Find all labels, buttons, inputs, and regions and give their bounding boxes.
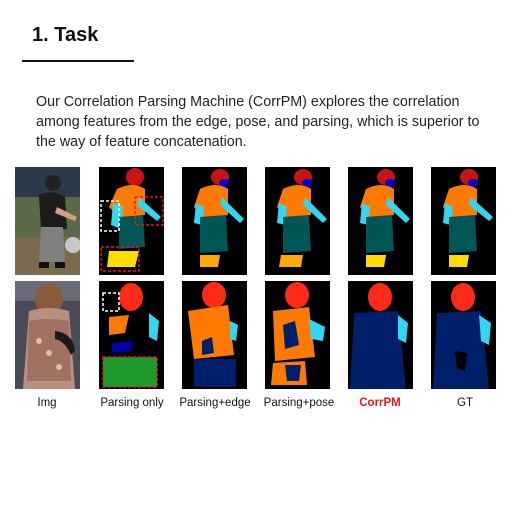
caption-corrpm: CorrPM (359, 397, 401, 409)
caption-img: Img (37, 397, 57, 409)
row1-corrpm (348, 167, 413, 275)
caption-parsing-only: Parsing only (100, 397, 164, 409)
row1-parsing-edge (182, 167, 247, 275)
row1-img-photo (15, 167, 80, 275)
row2-corrpm (348, 281, 413, 389)
row2-img-photo (15, 281, 80, 389)
row2-gt (431, 281, 496, 389)
caption-parsing-pose: Parsing+pose (263, 397, 335, 409)
task-description: Our Correlation Parsing Machine (CorrPM)… (36, 94, 480, 150)
row2-parsing-only (99, 281, 164, 389)
caption-parsing-edge: Parsing+edge (179, 397, 251, 409)
row1-gt (431, 167, 496, 275)
row2-parsing-edge (182, 281, 247, 389)
title-underline (22, 60, 134, 62)
row1-parsing-pose (265, 167, 330, 275)
row1-parsing-only (99, 167, 164, 275)
row2-parsing-pose (265, 281, 330, 389)
section-title: 1. Task (32, 24, 99, 46)
caption-gt: GT (457, 397, 473, 409)
